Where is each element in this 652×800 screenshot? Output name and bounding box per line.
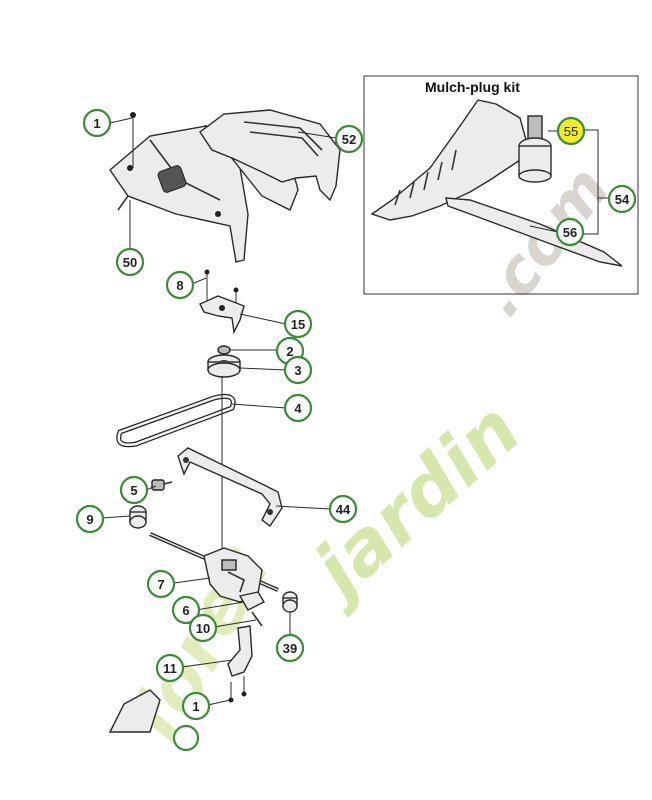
callout-label: 44 <box>336 502 351 517</box>
kit-title: Mulch-plug kit <box>425 79 520 95</box>
callout-label: 7 <box>157 577 164 592</box>
callout-11: 11 <box>155 653 185 683</box>
callout-5: 5 <box>119 475 149 505</box>
lever-part <box>238 591 265 627</box>
blade-part <box>445 197 623 267</box>
mounting-plate-part <box>199 269 245 335</box>
callout-52: 52 <box>334 124 364 154</box>
bushing-part <box>282 591 298 613</box>
small-fitting-part <box>151 479 173 491</box>
callout-label: 6 <box>182 603 189 618</box>
callout-label: 8 <box>176 278 183 293</box>
callout-partial <box>172 724 200 752</box>
callout-1-bottom: 1 <box>181 691 211 721</box>
callout-label: 54 <box>615 192 630 207</box>
callout-56: 56 <box>555 217 585 247</box>
callout-label: 1 <box>192 699 199 714</box>
callout-label: 3 <box>294 363 301 378</box>
bracket-part <box>177 447 283 528</box>
callout-label: 11 <box>163 661 177 676</box>
callout-label: 4 <box>294 401 302 416</box>
drive-belt-part <box>116 393 236 448</box>
callout-6: 6 <box>171 595 201 625</box>
callout-7: 7 <box>146 569 176 599</box>
callout-label: 50 <box>123 255 137 270</box>
callout-50: 50 <box>115 247 145 277</box>
callout-label: 9 <box>86 512 93 527</box>
pulley-part <box>207 345 241 378</box>
callout-label: 10 <box>196 621 210 636</box>
callout-1: 1 <box>82 108 112 138</box>
callout-label: 52 <box>342 132 356 147</box>
callout-label: 5 <box>130 483 137 498</box>
gearbox-part <box>203 547 263 603</box>
callout-9: 9 <box>75 504 105 534</box>
callout-8: 8 <box>165 270 195 300</box>
wheel-fragment-part <box>108 689 161 733</box>
callout-3: 3 <box>283 355 313 385</box>
callout-55: 55 <box>556 116 586 146</box>
callout-label: 1 <box>93 116 100 131</box>
callout-label: 56 <box>563 225 577 240</box>
callout-10: 10 <box>188 613 218 643</box>
hood-part <box>199 109 341 202</box>
mulch-plug-kit-box: Mulch-plug kit <box>363 75 639 295</box>
callout-label: 55 <box>564 124 578 139</box>
leader-lines <box>101 117 337 706</box>
callout-54: 54 <box>607 184 637 214</box>
callout-39: 39 <box>275 633 305 663</box>
callout-44: 44 <box>328 494 358 524</box>
guard-part <box>227 625 253 677</box>
watermark-text-jardin: jardin <box>291 387 536 620</box>
callout-15: 15 <box>283 309 313 339</box>
callout-label: 15 <box>291 317 305 332</box>
callout-label: 39 <box>283 641 297 656</box>
callout-4: 4 <box>283 393 313 423</box>
callout-label: 2 <box>286 344 293 359</box>
